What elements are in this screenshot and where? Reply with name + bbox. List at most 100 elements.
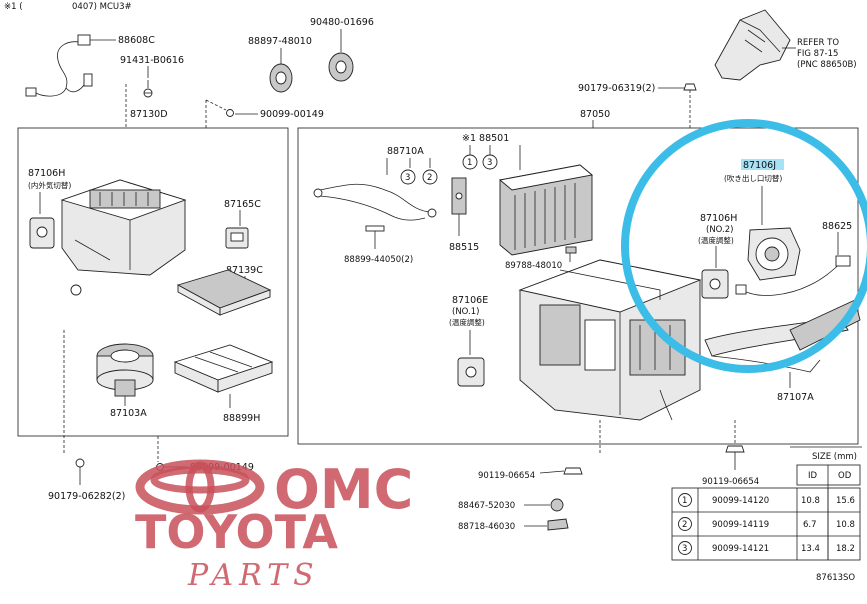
callout-2a: 2 xyxy=(422,169,438,185)
bolt-88899[interactable] xyxy=(365,225,385,232)
refer-line3[interactable]: (PNC 88650B) xyxy=(797,60,857,70)
refer-line2: FIG 87-15 xyxy=(797,49,838,59)
label-90119-left[interactable]: 90119-06654 xyxy=(478,471,535,481)
label-87106j[interactable]: 87106J xyxy=(743,160,776,171)
label-90119-right[interactable]: 90119-06654 xyxy=(702,477,759,487)
blower-case-87130d[interactable] xyxy=(60,179,187,296)
label-88608c[interactable]: 88608C xyxy=(118,35,155,46)
size-row2-part: 90099-14119 xyxy=(712,520,769,530)
label-87106e-jp: (温度調整) xyxy=(449,317,485,327)
screw-90099-top[interactable] xyxy=(226,109,234,117)
label-87139c[interactable]: 87139C xyxy=(226,265,263,276)
filter-87139c[interactable] xyxy=(176,269,272,316)
tray-88899h[interactable] xyxy=(173,344,274,393)
label-87106h-right[interactable]: 87106H xyxy=(700,213,737,224)
figure-code: 87613SO xyxy=(816,573,855,583)
duct-87107a[interactable] xyxy=(704,299,861,373)
label-88467[interactable]: 88467-52030 xyxy=(458,501,515,511)
evaporator-88501[interactable] xyxy=(498,164,594,256)
wire-harness[interactable] xyxy=(25,34,93,97)
sensor-89788[interactable] xyxy=(565,246,577,254)
duct-88650b[interactable] xyxy=(714,9,791,81)
label-90179-top[interactable]: 90179-06319(2) xyxy=(578,83,655,94)
size-table-col-od: OD xyxy=(838,471,852,481)
label-90480[interactable]: 90480-01696 xyxy=(310,17,374,28)
label-87107a[interactable]: 87107A xyxy=(777,392,814,403)
callout-3a: 3 xyxy=(400,169,416,185)
label-88899-bolt[interactable]: 88899-44050(2) xyxy=(344,255,413,265)
label-90179-bottom[interactable]: 90179-06282(2) xyxy=(48,491,125,502)
screw-90119-left[interactable] xyxy=(563,467,583,475)
screw-90179-top[interactable] xyxy=(683,83,697,91)
label-87165c[interactable]: 87165C xyxy=(224,199,261,210)
part-88718[interactable] xyxy=(547,518,569,531)
svg-text:15.6: 15.6 xyxy=(836,496,855,506)
watermark-logo xyxy=(135,459,265,515)
svg-text:6.7: 6.7 xyxy=(803,520,817,530)
size-table: SIZE (mm) ID OD 1 90099-14120 10.8 15.6 … xyxy=(671,446,862,561)
label-87106e[interactable]: 87106E xyxy=(452,295,488,306)
svg-text:3: 3 xyxy=(405,173,410,183)
callout-3b: 3 xyxy=(482,154,498,170)
svg-text:3: 3 xyxy=(487,158,492,168)
actuator-87106j[interactable] xyxy=(747,227,801,281)
label-88899h[interactable]: 88899H xyxy=(223,413,260,424)
watermark-line3: PARTS xyxy=(187,558,320,593)
svg-text:2: 2 xyxy=(682,520,687,530)
label-87106h-left-jp: (内外気切替) xyxy=(28,180,71,190)
label-88515[interactable]: 88515 xyxy=(449,242,479,253)
callout-1: 1 xyxy=(462,154,478,170)
screw-91431[interactable] xyxy=(143,88,153,98)
size-table-title: SIZE (mm) xyxy=(812,452,857,462)
svg-text:10.8: 10.8 xyxy=(836,520,855,530)
label-88625[interactable]: 88625 xyxy=(822,221,852,232)
watermark-line2: TOYOTA xyxy=(135,505,338,559)
pipe-88710a[interactable] xyxy=(313,183,437,221)
right-assembly-frame xyxy=(297,127,859,445)
note-mark: ※1 ( xyxy=(4,2,23,12)
label-87103a[interactable]: 87103A xyxy=(110,408,147,419)
label-91431[interactable]: 91431-B0616 xyxy=(120,55,184,66)
actuator-87106h-left[interactable] xyxy=(29,217,55,249)
screw-90119-right[interactable] xyxy=(725,445,745,453)
label-87106j-jp: (吹き出し口切替) xyxy=(724,173,782,183)
grommet-88897[interactable] xyxy=(269,63,293,93)
harness-88625[interactable] xyxy=(735,255,851,296)
watermark-line1: OMC xyxy=(274,458,413,521)
svg-text:1: 1 xyxy=(682,496,687,506)
label-87106e-sub: (NO.1) xyxy=(452,307,479,317)
label-89788[interactable]: 89788-48010 xyxy=(505,261,562,271)
label-88501[interactable]: ※1 88501 xyxy=(462,133,509,144)
label-88718[interactable]: 88718-46030 xyxy=(458,522,515,532)
part-87165c[interactable] xyxy=(225,227,249,249)
actuator-87106h-right[interactable] xyxy=(701,269,729,299)
grommet-90480[interactable] xyxy=(328,52,354,82)
svg-text:1: 1 xyxy=(467,158,472,168)
svg-text:18.2: 18.2 xyxy=(836,544,855,554)
label-87106h-left[interactable]: 87106H xyxy=(28,168,65,179)
size-row3-part: 90099-14121 xyxy=(712,544,769,554)
blower-motor-87103a[interactable] xyxy=(96,343,154,397)
screw-90179-bottom[interactable] xyxy=(75,458,85,468)
refer-line1: REFER TO xyxy=(797,38,839,48)
size-table-col-id: ID xyxy=(808,471,818,481)
svg-text:3: 3 xyxy=(682,544,687,554)
label-90099-top[interactable]: 90099-00149 xyxy=(260,109,324,120)
label-87130d[interactable]: 87130D xyxy=(130,109,168,120)
note-model: 0407) MCU3# xyxy=(72,2,132,12)
actuator-87106e[interactable] xyxy=(457,357,485,387)
label-87050[interactable]: 87050 xyxy=(580,109,610,120)
label-87106h-right-sub: (NO.2) xyxy=(706,225,733,235)
part-88467[interactable] xyxy=(550,498,564,512)
svg-text:10.8: 10.8 xyxy=(801,496,820,506)
svg-text:13.4: 13.4 xyxy=(801,544,820,554)
size-row1-part: 90099-14120 xyxy=(712,496,769,506)
label-88897[interactable]: 88897-48010 xyxy=(248,36,312,47)
highlight-circle xyxy=(621,119,867,373)
label-87106h-right-jp: (温度調整) xyxy=(698,235,734,245)
svg-text:2: 2 xyxy=(427,173,432,183)
left-assembly-frame xyxy=(17,127,289,437)
valve-88515[interactable] xyxy=(451,177,467,215)
label-88710a[interactable]: 88710A xyxy=(387,146,424,157)
